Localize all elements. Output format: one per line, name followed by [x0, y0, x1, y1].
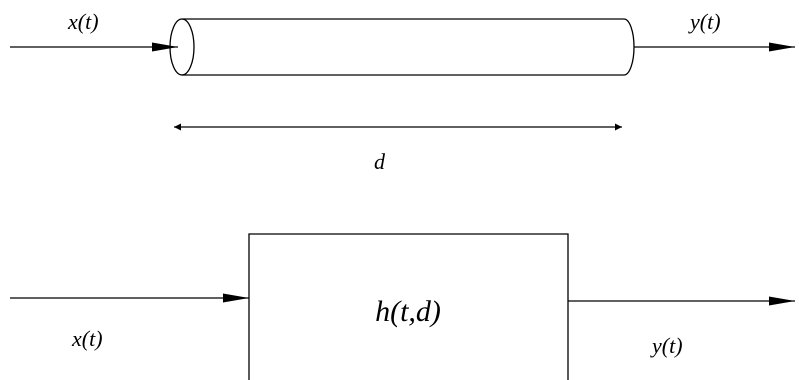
length-label: d	[374, 149, 386, 174]
system-block	[248, 233, 569, 380]
cylinder	[169, 18, 635, 76]
block-label: h(t,d)	[375, 295, 441, 328]
block-output-label: y(t)	[650, 333, 683, 358]
channel-diagram: x(t) y(t) d	[10, 9, 795, 174]
cylinder-left-end	[169, 18, 195, 76]
block-diagram: x(t) h(t,d) y(t)	[10, 233, 795, 380]
cylinder-right-end	[623, 18, 635, 76]
block-input-label: x(t)	[71, 326, 103, 351]
channel-output-label: y(t)	[688, 9, 721, 34]
channel-input-label: x(t)	[67, 9, 99, 34]
